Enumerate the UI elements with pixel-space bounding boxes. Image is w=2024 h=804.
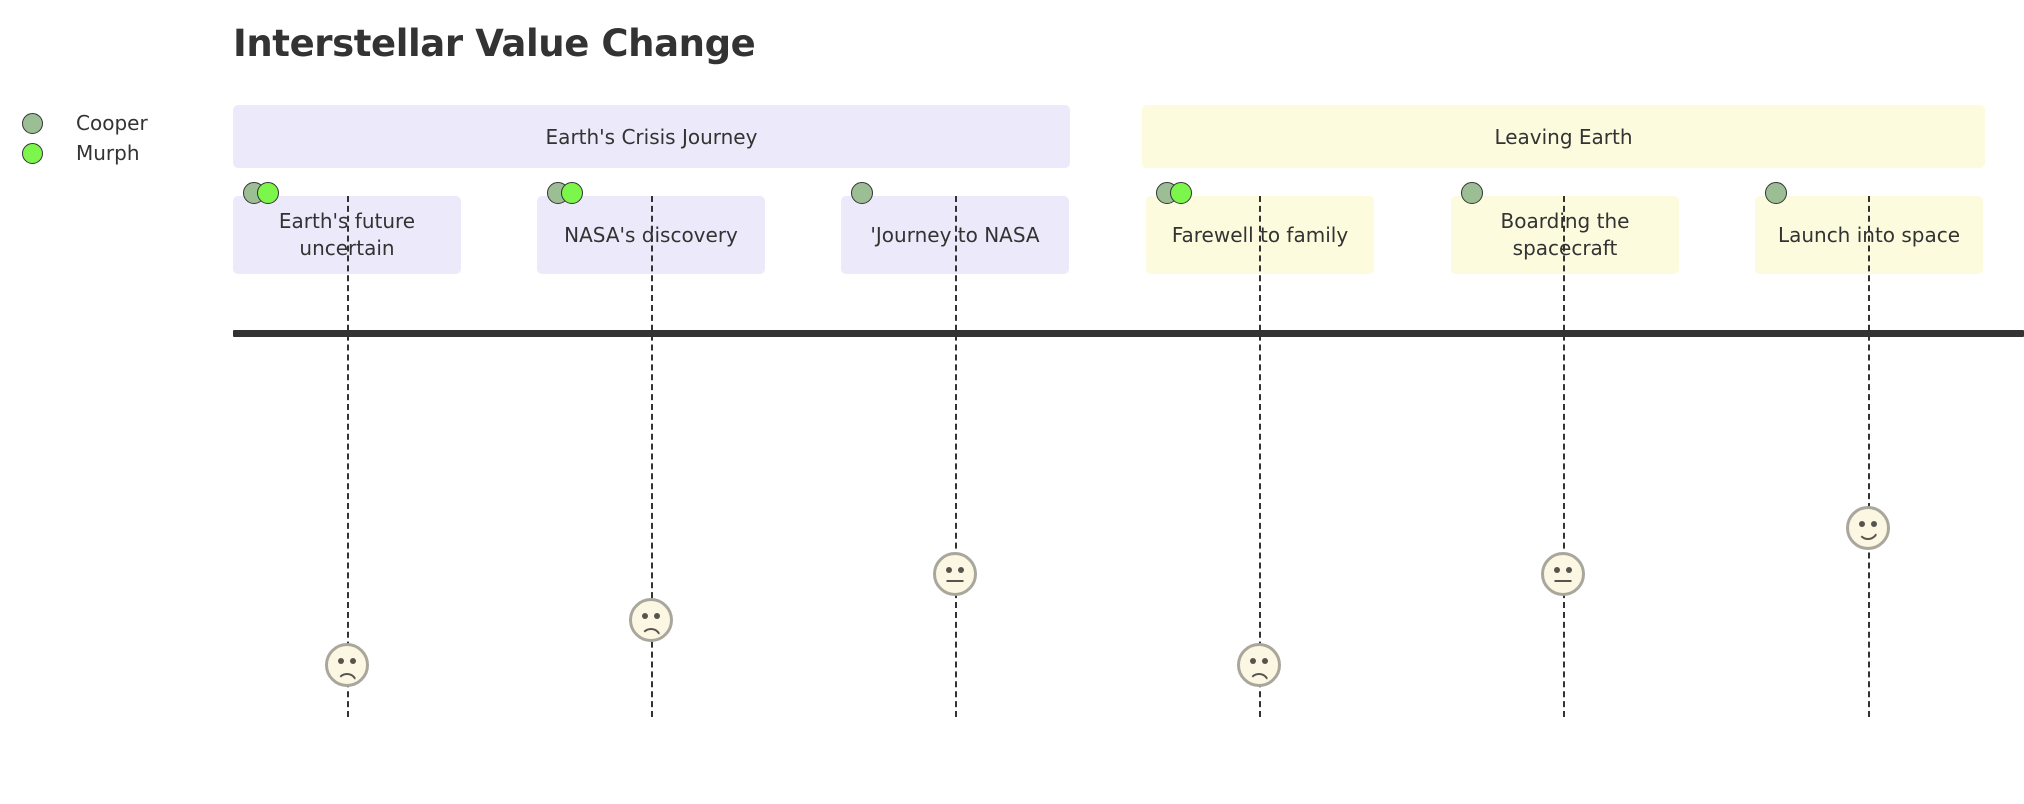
sentiment-face-sad-event-0[interactable] (325, 643, 369, 687)
eye-right-icon (1262, 658, 1268, 664)
persona-marker-murph (1170, 182, 1192, 204)
eye-left-icon (338, 658, 344, 664)
persona-marker-murph (561, 182, 583, 204)
legend-swatch-cooper (22, 112, 43, 134)
event-card-boarding-the-spacecraft[interactable]: Boarding the spacecraft (1451, 182, 1679, 274)
eye-right-icon (1566, 567, 1572, 573)
legend-item-cooper[interactable]: Cooper (22, 108, 148, 138)
mouth-neutral-icon (946, 580, 964, 582)
timeline-axis (233, 330, 2024, 337)
eye-right-icon (654, 613, 660, 619)
persona-marker-cooper (851, 182, 873, 204)
page-title: Interstellar Value Change (233, 22, 756, 65)
connector-line-event-1 (651, 196, 653, 717)
section-label: Earth's Crisis Journey (545, 124, 758, 149)
mouth-neutral-icon (1554, 580, 1572, 582)
connector-line-event-3 (1259, 196, 1261, 717)
eye-left-icon (1859, 521, 1865, 527)
eye-left-icon (946, 567, 952, 573)
connector-line-event-4 (1563, 196, 1565, 717)
eye-right-icon (958, 567, 964, 573)
eye-left-icon (1554, 567, 1560, 573)
legend-swatch-murph (22, 142, 43, 164)
eye-right-icon (1871, 521, 1877, 527)
legend: Cooper Murph (22, 108, 148, 168)
sentiment-face-sad-event-1[interactable] (629, 598, 673, 642)
persona-marker-murph (257, 182, 279, 204)
mouth-happy-icon (1857, 529, 1879, 540)
section-band-leaving-earth: Leaving Earth (1142, 105, 1985, 168)
sentiment-face-neutral-event-2[interactable] (933, 552, 977, 596)
sentiment-face-neutral-event-4[interactable] (1541, 552, 1585, 596)
mouth-sad-icon (336, 673, 358, 684)
eye-right-icon (350, 658, 356, 664)
legend-label-cooper: Cooper (76, 111, 148, 135)
event-label: Boarding the spacecraft (1500, 209, 1630, 260)
sentiment-face-happy-event-5[interactable] (1846, 506, 1890, 550)
persona-marker-cooper (1461, 182, 1483, 204)
mouth-sad-icon (640, 628, 662, 639)
mouth-sad-icon (1248, 673, 1270, 684)
legend-item-murph[interactable]: Murph (22, 138, 148, 168)
connector-line-event-0 (347, 196, 349, 717)
connector-line-event-5 (1868, 196, 1870, 717)
connector-line-event-2 (955, 196, 957, 717)
persona-marker-cooper (1765, 182, 1787, 204)
sentiment-face-sad-event-3[interactable] (1237, 643, 1281, 687)
section-band-earths-crisis-journey: Earth's Crisis Journey (233, 105, 1070, 168)
legend-label-murph: Murph (76, 141, 140, 165)
section-label: Leaving Earth (1494, 124, 1633, 149)
eye-left-icon (1250, 658, 1256, 664)
eye-left-icon (642, 613, 648, 619)
